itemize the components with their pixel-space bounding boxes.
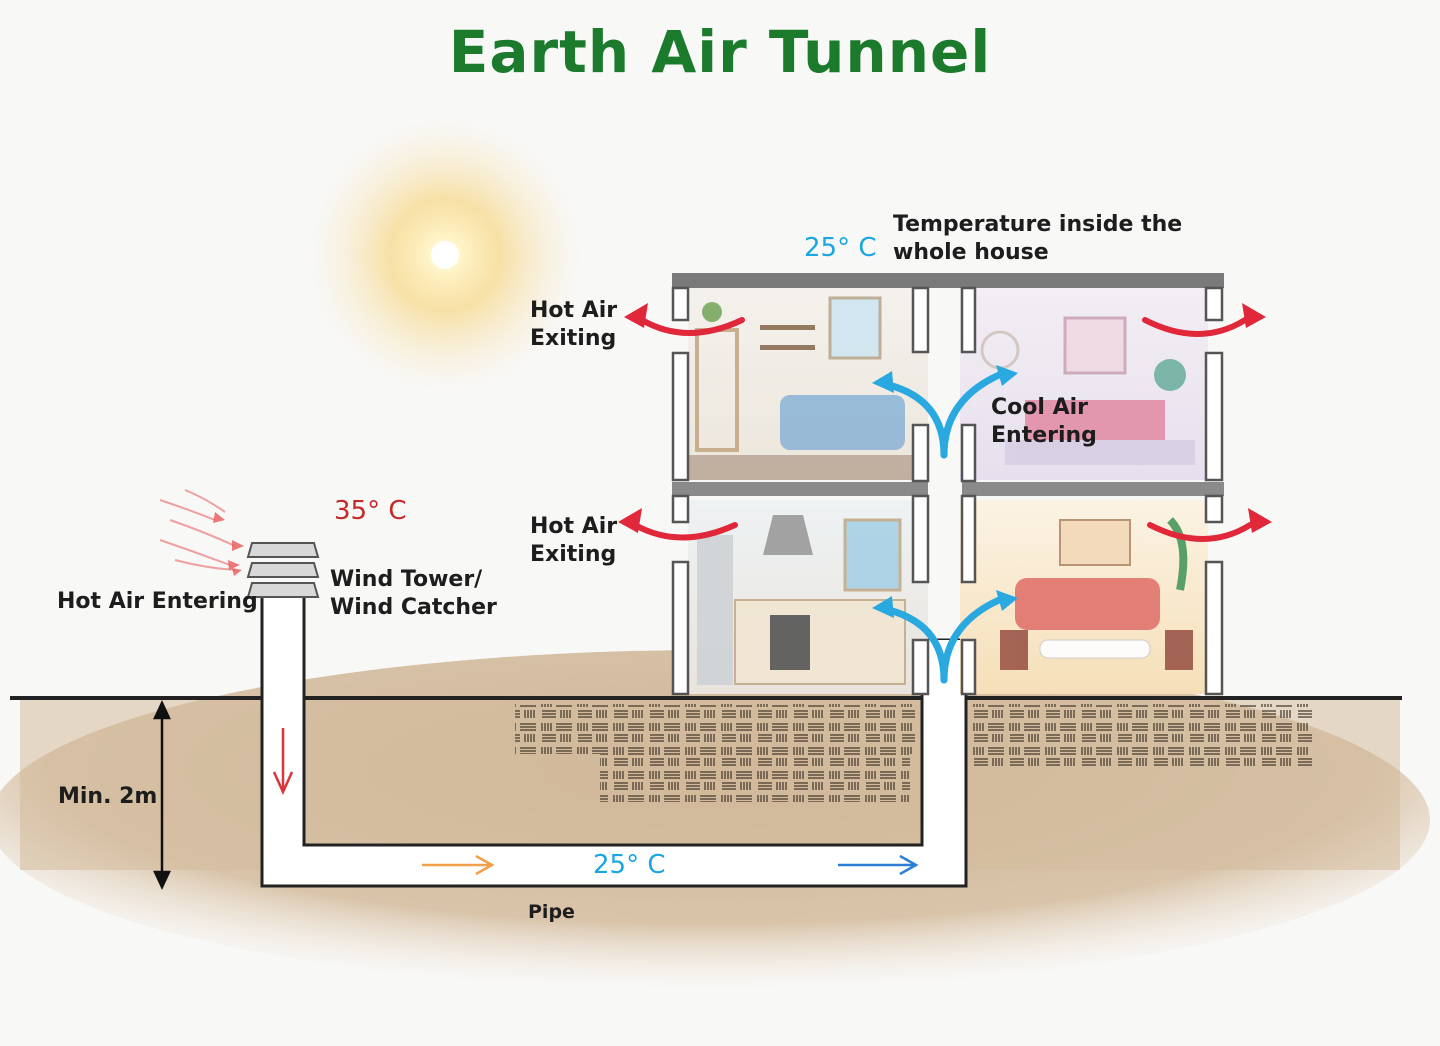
depth-dimension [153,700,171,890]
diagram-title: Earth Air Tunnel [448,18,992,86]
cool-air-arrowheads [872,365,1018,618]
hot-air-arrow-bottom-right [1147,522,1253,542]
hot-air-arrow-top-right [1142,317,1248,337]
house-temp-desc-line1: Temperature inside the [893,212,1183,237]
wind-tower-label-line1: Wind Tower/ [330,567,483,592]
pipe-label: Pipe [528,901,575,923]
house-temp-desc-line2: whole house [893,240,1049,265]
hot-air-arrow-bottom-left [632,522,738,541]
cool-air-entering-line1: Cool Air [991,395,1088,420]
sun-icon [305,115,585,395]
depth-label: Min. 2m [58,784,158,809]
floor-slab-right [962,482,1224,496]
house-temperature: 25° C [804,233,877,263]
down-arrow-red [272,728,294,796]
hot-air-arrow-top-left [639,317,745,336]
hot-air-exiting-bottom-line1: Hot Air [530,514,618,539]
outside-temperature: 35° C [334,496,407,526]
earth-hatching [515,704,1312,802]
hot-air-exiting-bottom-line2: Exiting [530,542,617,567]
wind-tower-cap [246,542,320,598]
cool-flow-arrow [838,854,919,876]
walls [671,286,1224,696]
furniture-bedroom [980,316,1195,465]
furniture-lounge [1000,517,1193,670]
wind-tower-label-line2: Wind Catcher [330,595,497,620]
hot-air-entering-label: Hot Air Entering [57,589,258,614]
warm-flow-arrow [422,854,495,876]
floor-slab-left [672,482,928,496]
hot-wind-icon [159,489,236,571]
hot-air-exit-arrows [632,317,1253,542]
cool-air-entering-line2: Entering [991,423,1097,448]
pipe-flow-arrows [272,728,919,876]
cool-air-arrows [885,371,1003,684]
hot-air-exiting-top-line2: Exiting [530,326,617,351]
hot-wind-arrowheads [213,512,244,576]
roof-slab [672,273,1224,288]
house [671,273,1224,696]
pipe-temperature: 25° C [593,850,666,880]
furniture-kitchen [697,515,906,685]
furniture-living [688,296,928,480]
hot-air-exiting-top-line1: Hot Air [530,298,618,323]
hot-air-arrowheads [618,303,1272,533]
